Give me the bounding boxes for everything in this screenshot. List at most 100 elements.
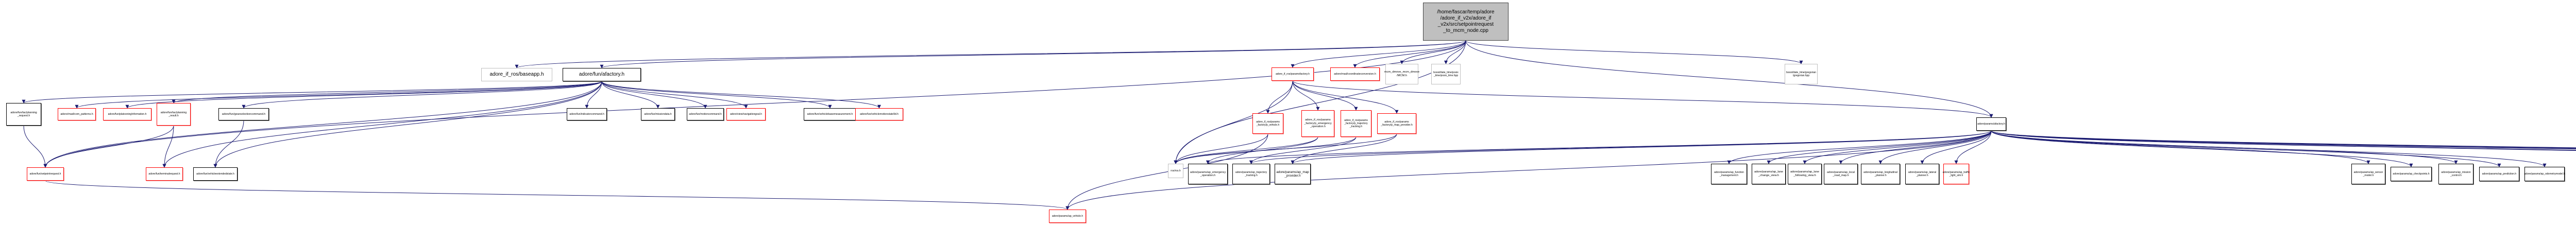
edge-funfactory-to-planreq [22, 81, 602, 103]
graph-node-coordconv[interactable]: adore/mad/coordinateconversion.h [1330, 67, 1380, 81]
graph-node-vbm[interactable]: adore/fun/vehiclebasemeasurement.h [804, 108, 856, 120]
graph-node-vms9d[interactable]: adore/fun/vehiclemotionstate9d.h [855, 108, 903, 120]
edge-paramsafactory-to-aplong [1878, 130, 1992, 164]
edge-funfactory-to-motion [601, 81, 707, 109]
graph-node-apmap[interactable]: adore/params/ap_map _provider.h [1275, 164, 1311, 184]
edge-gearsel-to-vext [213, 120, 244, 168]
edge-funfactory-to-vbm [601, 81, 832, 109]
edge-funfactory-to-setpointreq [43, 81, 602, 168]
graph-node-aplong[interactable]: adore/params/ap_longitudinal _planner.h [1861, 164, 1900, 184]
graph-node-apsensor[interactable]: adore/params/ap_sensor _model.h [2351, 164, 2385, 184]
edge-funfactory-to-mission [601, 81, 660, 109]
edge-root-to-posix [1444, 40, 1466, 64]
edge-funfactory-to-navgoal [601, 81, 748, 109]
graph-node-apmission[interactable]: adore/params/ap_mission _control.h [2438, 164, 2473, 184]
edge-funfactory-to-gearsel [242, 81, 602, 109]
graph-node-terminalreq[interactable]: adore/fun/terminalrequest.h [146, 167, 183, 181]
graph-node-ros: ros/ros.h [1168, 164, 1183, 178]
edge-paramsafactory-to-aplfv [1803, 130, 1992, 164]
edge-root-to-paramsfactory [1291, 40, 1466, 68]
edge-paramsafactory-to-aptls [1954, 130, 1992, 164]
edge-root-to-setpointreq [43, 40, 1466, 168]
edge-funfactory-to-indicator [585, 81, 602, 109]
edge-pemerg-to-ros [1174, 136, 1318, 164]
edge-paramsfactory-to-paramsafactory [1292, 80, 1993, 118]
edge-funfactory-to-platoon [125, 81, 602, 109]
edge-root-to-gregorian [1465, 40, 1803, 64]
graph-node-apfunc[interactable]: adore/params/ap_function _management.h [1711, 164, 1747, 184]
graph-node-paramsfactory[interactable]: adore_if_ros/paramsfactory.h [1272, 67, 1314, 81]
graph-node-apcheck[interactable]: adore/params/ap_checkpoints.h [2391, 167, 2432, 181]
graph-node-ptraj[interactable]: adore_if_ros/params _factory/p_trajector… [1341, 110, 1371, 137]
graph-node-setpointreq[interactable]: adore/fun/setpointrequest.h [27, 167, 64, 181]
graph-node-apemerg[interactable]: adore/params/ap_emergency _operation.h [1188, 164, 1228, 184]
graph-node-aptraj[interactable]: adore/params/ap_trajectory _tracking.h [1232, 164, 1270, 184]
graph-node-gearsel[interactable]: adore/fun/gearselectioncommand.h [218, 108, 269, 120]
graph-node-pmap[interactable]: adore_if_ros/params _factory/p_map_provi… [1377, 113, 1416, 134]
graph-node-pemerg[interactable]: adore_if_ros/params _factory/p_emergency… [1301, 110, 1334, 137]
graph-node-platoon[interactable]: adore/fun/platooningInformation.h [103, 108, 151, 120]
graph-node-apvehicle[interactable]: adore/params/ap_vehicle.h [1049, 210, 1086, 223]
edge-funfactory-to-compat [75, 81, 602, 109]
graph-node-aplcv[interactable]: adore/params/ap_lane _change_view.h [1752, 164, 1786, 184]
edge-root-to-baseapp [515, 40, 1466, 68]
edge-planreq-to-setpointreq [23, 125, 47, 168]
graph-node-gregorian: boost/date_time/gregorian /gregorian.hpp [1785, 64, 1818, 84]
graph-node-aplfv[interactable]: adore/params/ap_lane _following_view.h [1788, 164, 1822, 184]
edge-paramsfactory-to-pvehicle [1266, 80, 1293, 114]
edge-root-to-mcm [1400, 40, 1466, 64]
edge-paramsafactory-to-aplcv [1767, 130, 1992, 164]
edge-funfactory-to-vms9d [601, 81, 881, 109]
edge-paramsafactory-to-apodom [1991, 130, 2547, 167]
edge-paramsafactory-to-aplrm [1839, 130, 1992, 164]
edge-paramsafactory-to-apcheck [1991, 130, 2413, 167]
graph-node-pvehicle[interactable]: adore_if_ros/params _factory/p_vehicle.h [1252, 113, 1283, 134]
edge-ptraj-to-aptraj [1249, 136, 1357, 164]
edge-paramsafactory-to-appred [1991, 130, 2501, 167]
edge-pmap-to-apmap [1291, 133, 1397, 164]
edge-funfactory-to-terminalreq [162, 81, 602, 168]
edge-root-to-funfactory [600, 40, 1466, 68]
graph-node-aptls[interactable]: adore/params/ap_traffic _light_sim.h [1943, 164, 1970, 184]
edge-paramsafactory-to-apcoop [1991, 130, 2576, 149]
edge-paramsafactory-to-apvehicle [1065, 130, 1992, 210]
graph-node-paramsafactory[interactable]: adore/params/afactory.h [1976, 117, 2006, 131]
edge-paramsfactory-to-pmap [1292, 80, 1399, 114]
edge-planres-to-setpointreq [43, 125, 174, 168]
graph-node-apodom[interactable]: adore/params/ap_odometrymodel.h [2524, 167, 2565, 181]
graph-node-indicator[interactable]: adore/fun/indicatorcommand.h [567, 108, 607, 120]
graph-node-root[interactable]: /home/fascar/temp/adore /adore_if_v2x/ad… [1423, 3, 1509, 41]
edge-paramsafactory-to-aplat [1920, 130, 1992, 164]
graph-node-compat[interactable]: adore/mad/com_patterns.h [58, 108, 96, 120]
graph-node-planreq[interactable]: adore/fun/tac/planning _request.h [6, 103, 41, 126]
graph-node-aplrm[interactable]: adore/params/ap_local _road_map.h [1824, 164, 1858, 184]
graph-node-mcm: mcm_dmove_mcm_dmove /MCM.h [1384, 64, 1419, 84]
graph-node-planres[interactable]: adore/fun/tac/planning _result.h [157, 103, 191, 126]
edge-paramsafactory-to-apfunc [1727, 130, 1992, 164]
graph-node-funfactory[interactable]: adore/fun/afactory.h [563, 68, 641, 81]
edge-planres-to-terminalreq [162, 125, 174, 168]
graph-node-mission[interactable]: adore/fun/missiondata.h [641, 108, 675, 120]
edge-root-to-ros [1174, 40, 1466, 164]
edge-paramsafactory-to-aptact [1991, 130, 2576, 148]
edge-funfactory-to-vext [213, 81, 602, 168]
edge-funfactory-to-planres [172, 81, 602, 103]
graph-node-aplat[interactable]: adore/params/ap_lateral _planner.h [1905, 164, 1939, 184]
graph-node-navgoal[interactable]: adore/view/navigationgoal.h [726, 108, 766, 120]
graph-node-posix: boost/date_time/posix _time/posix_time.h… [1431, 64, 1461, 84]
edge-pmap-to-ros [1174, 133, 1397, 164]
edge-pvehicle-to-ros [1174, 133, 1268, 164]
edge-paramsafactory-to-apsensor [1991, 130, 2370, 164]
edge-setpointreq-to-apvehicle [45, 180, 1070, 210]
edge-paramsafactory-to-iostream [1991, 130, 2576, 151]
edge-paramsfactory-to-ros [1174, 80, 1293, 164]
graph-node-motion[interactable]: adore/fun/motioncommand.h [687, 108, 724, 120]
graph-node-baseapp: adore_if_ros/baseapp.h [481, 68, 552, 81]
edge-pvehicle-to-apvehicle [1065, 133, 1268, 210]
edge-root-to-coordconv [1353, 40, 1466, 68]
graph-node-vext[interactable]: adore/fun/vehicleextendedstate.h [193, 167, 238, 181]
edge-paramsafactory-to-apmap [1291, 130, 1992, 164]
graph-node-appred[interactable]: adore/params/ap_prediction.h [2479, 167, 2519, 181]
